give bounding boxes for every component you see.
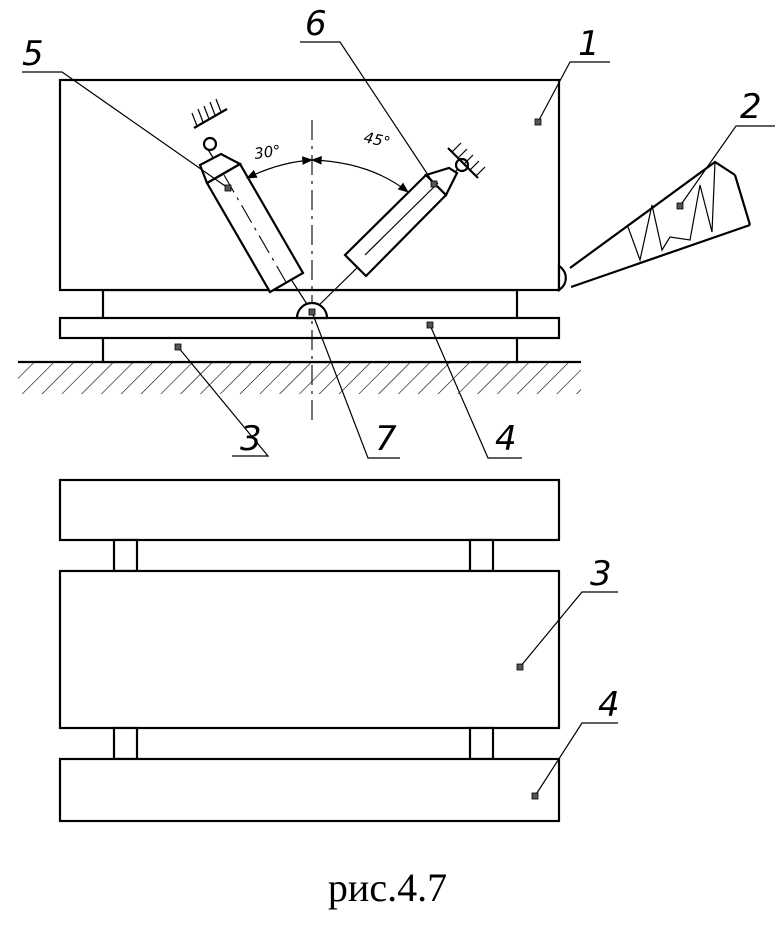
- ground-hatching: [18, 360, 581, 394]
- plate-4-plan: [58, 757, 561, 823]
- label-3-top: 3: [240, 419, 262, 459]
- label-4-top: 4: [495, 419, 517, 459]
- label-2: 2: [740, 87, 762, 127]
- label-5: 5: [22, 34, 44, 74]
- cylinder-6: [311, 142, 486, 313]
- plate-4-top: [58, 316, 561, 340]
- boom-truss-2: [557, 160, 752, 292]
- label-3-bottom: 3: [590, 554, 612, 594]
- figure-caption: рис.4.7: [327, 865, 448, 910]
- plan-view: [58, 478, 561, 823]
- main-body-1: [58, 78, 561, 292]
- label-7: 7: [375, 419, 397, 459]
- leader-lines-top: [22, 41, 775, 459]
- angle-dimensions: [246, 156, 409, 193]
- marker-dots-bottom: [516, 663, 539, 800]
- cylinder-5: [191, 98, 313, 313]
- marker-dots-top: [174, 118, 684, 351]
- technical-drawing: 30° 45° 1 2 5 6 3 7 4: [18, 4, 775, 823]
- label-1: 1: [578, 24, 600, 64]
- angle-label-30: 30°: [253, 141, 282, 163]
- label-4-bottom: 4: [598, 685, 620, 725]
- leader-lines-bottom: [519, 591, 618, 797]
- angle-label-45: 45°: [362, 128, 392, 151]
- support-block-3-plan: [58, 569, 561, 730]
- label-6: 6: [305, 4, 327, 44]
